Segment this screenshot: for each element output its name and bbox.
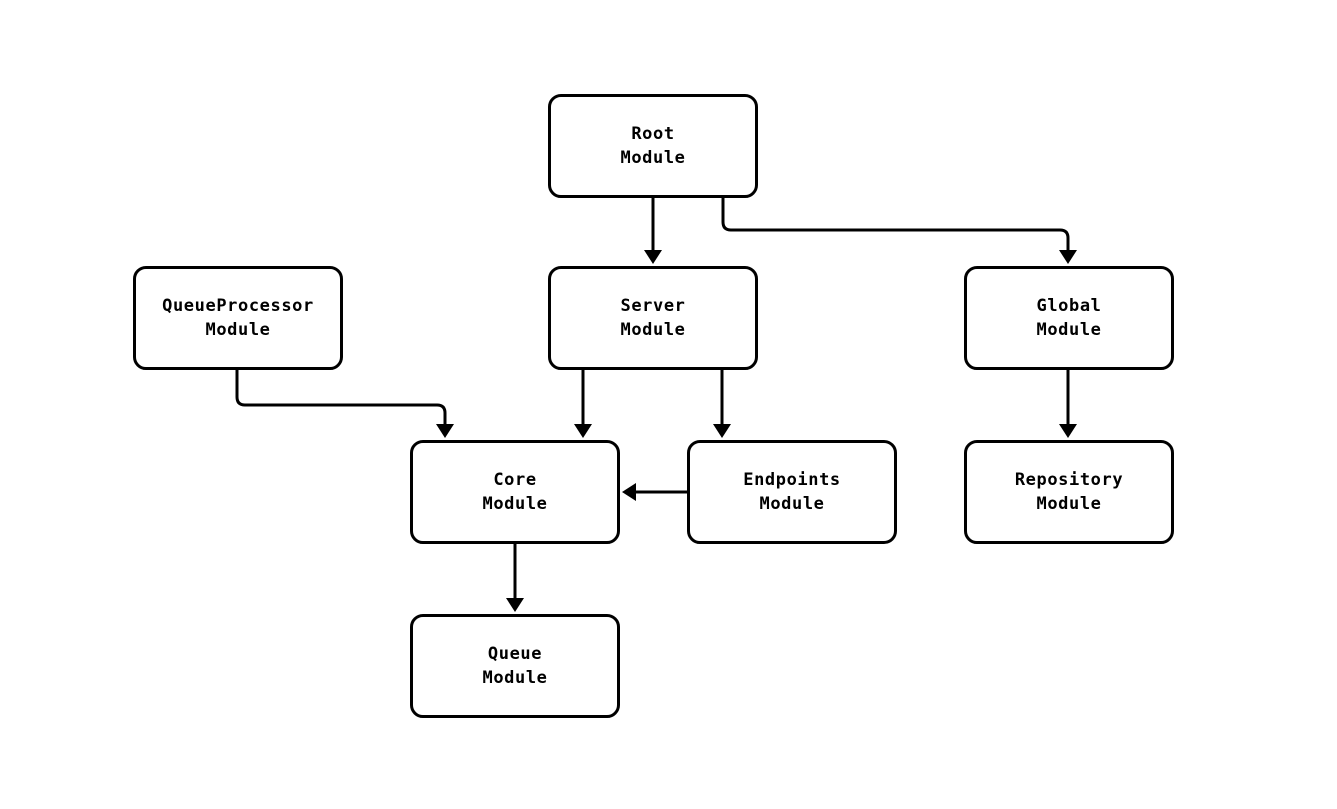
node-label-secondary: Module — [1036, 494, 1102, 514]
arrowhead — [622, 483, 636, 501]
node-label-primary: Root — [631, 123, 675, 144]
node-label-primary: Repository — [1014, 469, 1124, 490]
arrowhead — [1059, 424, 1077, 438]
arrowhead — [506, 598, 524, 612]
node-label-secondary: Module — [205, 320, 271, 340]
node-label-primary: Global — [1036, 295, 1102, 316]
node-label-primary: Core — [493, 469, 537, 490]
edge-global-to-repository — [1059, 370, 1077, 438]
edge-server-to-endpoints — [713, 370, 731, 438]
edge-server-to-core — [574, 370, 592, 438]
node-label-secondary: Module — [620, 148, 686, 168]
edge-endpoints-to-core — [622, 483, 687, 501]
edge-root-to-server — [644, 198, 662, 264]
node-label-primary: Queue — [487, 643, 543, 664]
node-label-secondary: Module — [482, 494, 548, 514]
arrowhead — [1059, 250, 1077, 264]
node-label-secondary: Module — [620, 320, 686, 340]
arrowhead — [644, 250, 662, 264]
node-label-primary: Endpoints — [743, 469, 841, 490]
edge-line — [235, 370, 447, 426]
node-label-secondary: Module — [1036, 320, 1102, 340]
node-label-secondary: Module — [759, 494, 825, 514]
edge-line — [721, 198, 1070, 252]
node-label-primary: Server — [620, 295, 686, 316]
node-label-secondary: Module — [482, 668, 548, 688]
edge-queueprocessor-to-core — [235, 370, 454, 438]
node-label-primary: QueueProcessor — [162, 295, 314, 316]
edge-core-to-queue — [506, 544, 524, 612]
arrowhead — [574, 424, 592, 438]
arrowhead — [436, 424, 454, 438]
arrowhead — [713, 424, 731, 438]
edge-root-to-global — [721, 198, 1077, 264]
